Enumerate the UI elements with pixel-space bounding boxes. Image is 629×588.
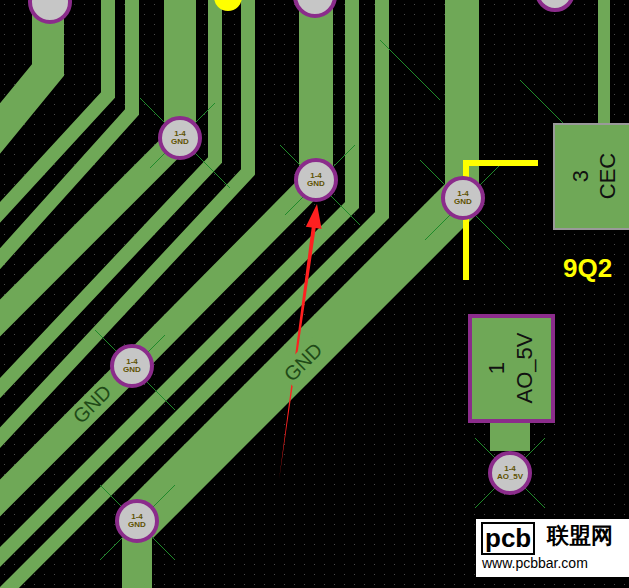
watermark-background xyxy=(476,519,629,577)
trace xyxy=(598,0,610,125)
ratsnest-line xyxy=(140,98,230,188)
watermark-url: www.pcbbar.com xyxy=(482,556,588,571)
via-label: 1-4 xyxy=(131,513,143,521)
trace xyxy=(0,138,180,348)
net-label: GND xyxy=(67,379,117,429)
via-pad: 1-4GND xyxy=(441,176,485,220)
via-label: AO_5V xyxy=(497,473,523,481)
pad-label: 3 xyxy=(570,170,592,182)
trace xyxy=(299,0,333,180)
via-label: GND xyxy=(171,138,189,146)
ratsnest-line xyxy=(280,145,360,225)
watermark-logo: pcb xyxy=(481,522,535,555)
designator: 9Q2 xyxy=(563,254,612,283)
via-pad: 1-4GND xyxy=(115,499,159,543)
via-label: 1-4 xyxy=(504,465,516,473)
smd-pad: 1 AO_5V xyxy=(468,314,555,423)
trace xyxy=(0,0,215,420)
via-label: 1-4 xyxy=(126,358,138,366)
watermark-text: 联盟网 xyxy=(547,524,613,548)
ratsnest-lines xyxy=(95,40,600,560)
via-partial xyxy=(30,0,70,22)
pad-label: CEC xyxy=(597,153,619,199)
pad-label: 1 xyxy=(486,362,508,374)
smd-pad: 3 CEC xyxy=(553,123,629,230)
via-pad: 1-4AO_5V xyxy=(488,451,532,495)
via-label: 1-4 xyxy=(174,130,186,138)
net-label: GND xyxy=(278,337,328,387)
trace xyxy=(137,198,462,523)
via-label: GND xyxy=(128,521,146,529)
ratsnest-line xyxy=(100,485,175,560)
trace xyxy=(0,0,248,470)
via-label: GND xyxy=(307,180,325,188)
pad-label: AO_5V xyxy=(514,333,536,404)
via-label: 1-4 xyxy=(457,190,469,198)
via-partial xyxy=(537,0,573,10)
silkscreen-dot xyxy=(214,0,242,11)
trace xyxy=(0,0,48,165)
via-pad: 1-4GND xyxy=(294,158,338,202)
via-label: GND xyxy=(123,366,141,374)
via-pad: 1-4GND xyxy=(110,344,154,388)
via-pad: 1-4GND xyxy=(158,116,202,160)
trace xyxy=(445,0,479,198)
via-label: 1-4 xyxy=(310,172,322,180)
copper-trace xyxy=(490,423,530,451)
copper-traces xyxy=(0,0,604,588)
via-label: GND xyxy=(454,198,472,206)
via-partial xyxy=(295,0,335,16)
